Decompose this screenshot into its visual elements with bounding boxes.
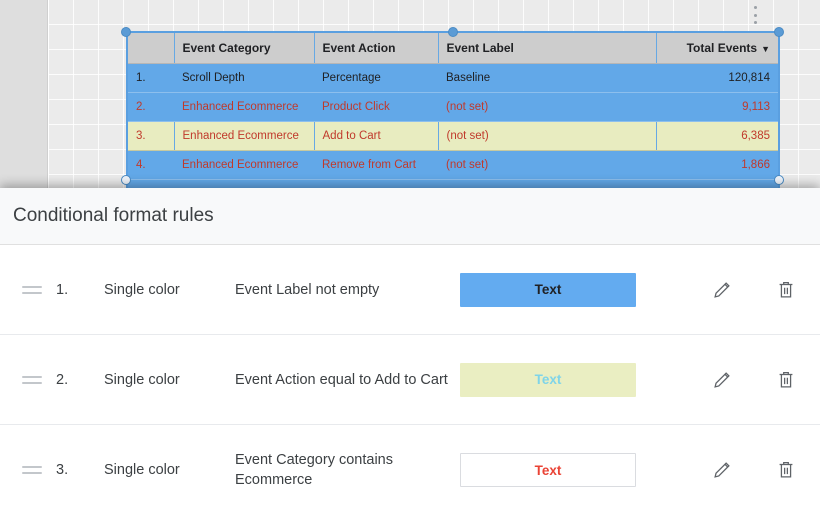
column-header-event-label[interactable]: Event Label [437, 33, 656, 64]
rule-type: Single color [104, 462, 180, 478]
cell-event-action: Product Click [314, 92, 438, 122]
rule-number: 3. [56, 462, 69, 478]
rule-number: 1. [56, 281, 69, 298]
column-header-event-category[interactable]: Event Category [173, 33, 314, 64]
rule-number: 2. [56, 371, 69, 388]
cell-total-events: 120,814 [656, 63, 778, 93]
data-table[interactable]: Event Category Event Action Event Label … [126, 31, 780, 190]
table-row[interactable]: 4. Enhanced Ecommerce Remove from Cart (… [128, 150, 778, 180]
rule-actions [710, 278, 820, 302]
sort-caret-icon[interactable]: ▼ [761, 43, 770, 54]
cell-event-action: Add to Cart [313, 120, 438, 151]
cell-index: 2. [128, 92, 174, 122]
cell-event-label: (not set) [438, 92, 656, 122]
selection-handle-top-center[interactable] [448, 27, 458, 37]
column-header-total-events-label: Total Events [686, 40, 758, 55]
cell-event-category: Enhanced Ecommerce [173, 120, 314, 151]
table-body: 1. Scroll Depth Percentage Baseline 120,… [128, 63, 778, 189]
table-row[interactable]: 3. Enhanced Ecommerce Add to Cart (not s… [128, 120, 778, 151]
rule-type: Single color [104, 281, 180, 298]
cell-event-action: Percentage [314, 63, 438, 93]
cell-index: 3. [128, 120, 174, 151]
table-row[interactable]: 1. Scroll Depth Percentage Baseline 120,… [128, 63, 778, 93]
drag-handle-icon[interactable] [22, 375, 48, 384]
table-row[interactable]: 2. Enhanced Ecommerce Product Click (not… [128, 92, 778, 122]
cell-event-label: (not set) [437, 120, 656, 151]
cell-index: 1. [128, 63, 174, 93]
rule-preview-swatch[interactable]: Text [460, 453, 636, 487]
dialog-header: Conditional format rules [0, 188, 820, 245]
cell-event-action: Remove from Cart [314, 150, 438, 180]
pencil-icon[interactable] [710, 458, 734, 482]
pencil-icon[interactable] [710, 278, 734, 302]
rule-preview-swatch[interactable]: Text [460, 362, 636, 397]
rule-condition: Event Label not empty [235, 281, 380, 298]
rule-actions [710, 368, 820, 392]
trash-icon[interactable] [774, 368, 798, 392]
cell-event-category: Scroll Depth [174, 63, 314, 93]
conditional-format-rules-dialog: Conditional format rules 1. Single color… [0, 188, 820, 524]
rule-type: Single color [104, 371, 180, 388]
more-options-icon[interactable] [749, 4, 761, 26]
selection-handle-bottom-right[interactable] [774, 175, 784, 185]
table-header-row: Event Category Event Action Event Label … [128, 33, 778, 64]
column-header-event-action[interactable]: Event Action [313, 33, 438, 64]
rule-condition: Event Action equal to Add to Cart [235, 371, 448, 388]
cell-total-events: 1,866 [656, 150, 778, 180]
left-rail [0, 0, 48, 188]
cell-total-events: 9,113 [656, 92, 778, 122]
page-title: Conditional format rules [13, 205, 214, 226]
rule-condition: Event Category contains Ecommerce [235, 452, 393, 488]
trash-icon[interactable] [774, 278, 798, 302]
cell-event-category: Enhanced Ecommerce [174, 92, 314, 122]
cell-event-label: (not set) [438, 150, 656, 180]
column-header-total-events[interactable]: Total Events▼ [655, 33, 778, 64]
cell-event-label: Baseline [438, 63, 656, 93]
column-header-index[interactable] [128, 33, 174, 64]
pencil-icon[interactable] [710, 368, 734, 392]
rule-row[interactable]: 2. Single color Event Action equal to Ad… [0, 335, 820, 425]
drag-handle-icon[interactable] [22, 466, 48, 474]
selection-handle-bottom-left[interactable] [121, 175, 131, 185]
cell-total-events: 6,385 [655, 120, 778, 151]
cell-index: 4. [128, 150, 174, 180]
rule-row[interactable]: 3. Single color Event Category contains … [0, 425, 820, 515]
selection-handle-top-right[interactable] [774, 27, 784, 37]
drag-handle-icon[interactable] [22, 285, 48, 294]
rules-list: 1. Single color Event Label not empty Te… [0, 245, 820, 515]
rule-row[interactable]: 1. Single color Event Label not empty Te… [0, 245, 820, 335]
rule-actions [710, 458, 820, 482]
report-canvas: Event Category Event Action Event Label … [0, 0, 820, 190]
rule-preview-swatch[interactable]: Text [460, 272, 636, 307]
selection-handle-top-left[interactable] [121, 27, 131, 37]
trash-icon[interactable] [774, 458, 798, 482]
cell-event-category: Enhanced Ecommerce [174, 150, 314, 180]
